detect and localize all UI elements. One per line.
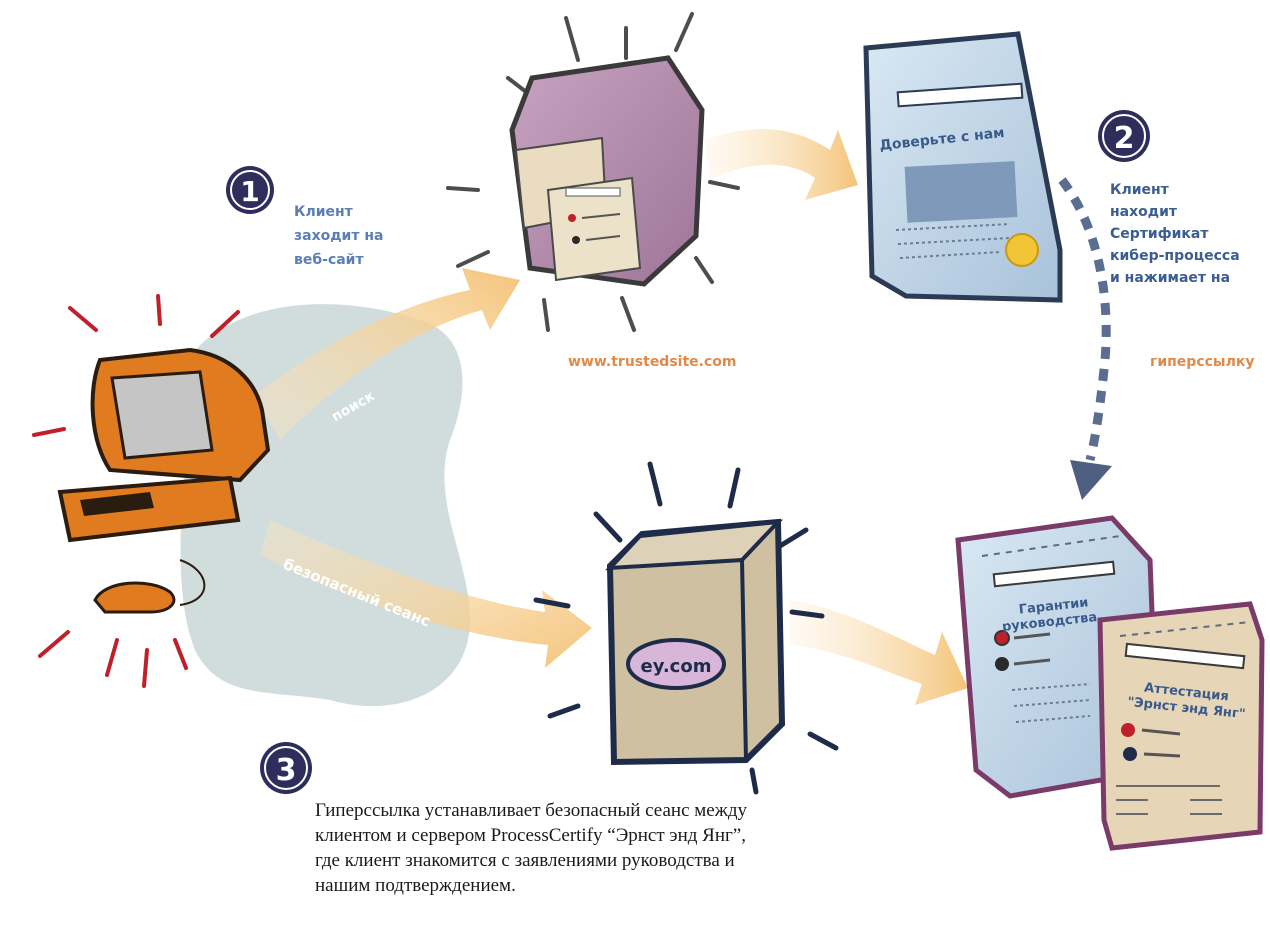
trust-seal-document-icon: Доверьте с нам (863, 31, 1063, 303)
secure-session-arrow (260, 520, 592, 668)
attestation-document-icon: Аттестация "Эрнст энд Янг" (1097, 601, 1265, 851)
step-1-line-1: Клиент (294, 204, 354, 220)
step-2-trailing-word: гиперссылку (1150, 354, 1254, 370)
step-3-description: Гиперссылка устанавливает безопасный сеа… (315, 800, 748, 896)
step-2-badge: 2 (1098, 110, 1150, 162)
step-2-line-3: Сертификат (1110, 226, 1209, 242)
website-to-seal-arrow (705, 129, 858, 200)
step-3-badge: 3 (260, 742, 312, 794)
server-domain-label: ey.com (641, 656, 712, 677)
hyperlink-arrowhead (1070, 460, 1112, 500)
computer-burst (32, 294, 240, 688)
step-1-line-2: заходит на (294, 228, 383, 244)
step-2-line-4: кибер-процесса (1110, 248, 1240, 264)
server-to-documents-arrow (790, 600, 968, 705)
step-2-line-5: и нажимает на (1110, 270, 1230, 286)
step-3-number: 3 (276, 753, 297, 788)
step-1-line-3: веб-сайт (294, 252, 364, 268)
website-url: www.trustedsite.com (568, 354, 736, 370)
step-2-line-2: находит (1110, 204, 1178, 220)
step-1-number: 1 (240, 175, 259, 208)
client-computer-icon (57, 347, 271, 614)
ey-server-icon: ey.com (605, 518, 786, 766)
hyperlink-dashed-arrow (1058, 177, 1111, 462)
step-2-number: 2 (1114, 121, 1135, 156)
step-1-caption: Клиент заходит на веб-сайт (294, 204, 383, 268)
management-document-title-line1: Гарантии (1018, 595, 1089, 617)
step-2-line-1: Клиент (1110, 182, 1170, 198)
website-server-icon (509, 55, 705, 287)
search-arrow (255, 268, 520, 440)
server-burst (533, 461, 839, 795)
step-2-caption: Клиент находит Сертификат кибер-процесса… (1110, 182, 1240, 286)
step-1-badge: 1 (226, 166, 274, 214)
